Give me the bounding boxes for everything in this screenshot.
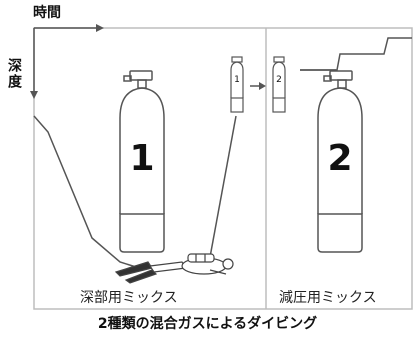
depth-axis-label: 深度 xyxy=(6,58,22,90)
dive-profile-line xyxy=(33,115,205,269)
time-axis-arrow xyxy=(34,24,104,32)
small-tank-2 xyxy=(272,56,286,113)
small-tank-2-number: 2 xyxy=(276,75,282,85)
diver-to-tank-line xyxy=(207,115,237,269)
deep-mix-label: 深部用ミックス xyxy=(80,290,178,306)
diver-icon xyxy=(114,253,234,284)
diagram-frame xyxy=(33,27,413,310)
small-tank-1 xyxy=(230,56,244,113)
large-tank-1 xyxy=(119,70,165,253)
deco-mix-label: 減圧用ミックス xyxy=(279,290,377,306)
depth-axis-arrow xyxy=(30,28,38,99)
time-axis-label: 時間 xyxy=(33,5,61,21)
diagram-caption: 2種類の混合ガスによるダイビング xyxy=(97,316,318,332)
small-tank-1-number: 1 xyxy=(234,75,240,85)
swap-arrow-icon xyxy=(250,82,266,90)
ascent-profile-steps xyxy=(300,37,412,71)
large-tank-2 xyxy=(317,70,363,253)
large-tank-2-number: 2 xyxy=(327,138,352,179)
large-tank-1-number: 1 xyxy=(129,138,154,179)
